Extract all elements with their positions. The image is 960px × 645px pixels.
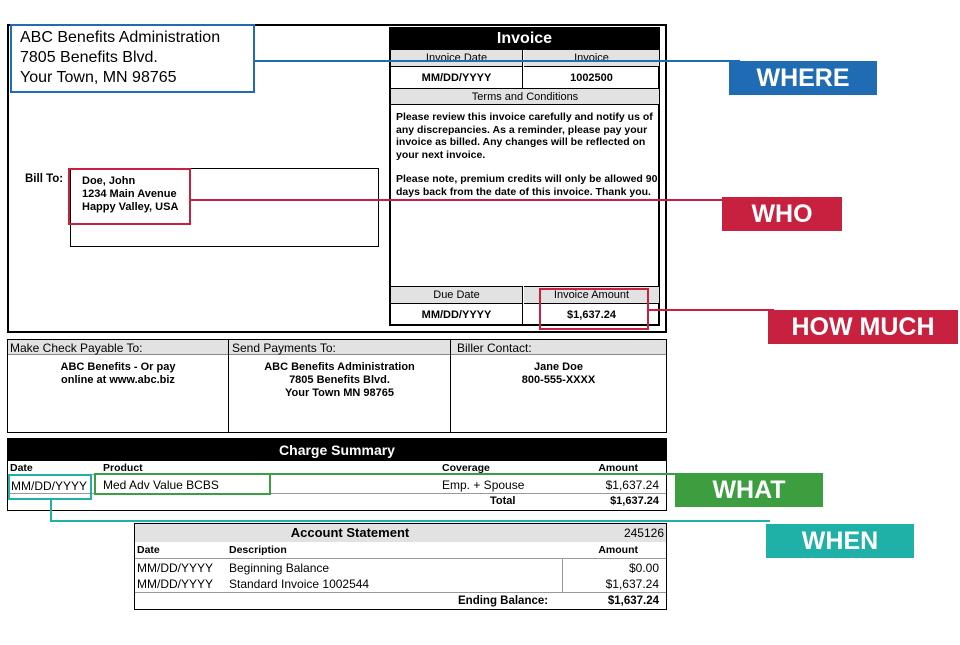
payable-to-text: ABC Benefits - Or pay online at www.abc.… (8, 361, 228, 387)
bill-to-address: Doe, John 1234 Main Avenue Happy Valley,… (82, 175, 178, 214)
invoice-amount-value: $1,637.24 (524, 303, 659, 325)
how-much-callout: HOW MUCH (768, 310, 958, 344)
contact-name: Jane Doe (534, 361, 583, 373)
sender-address: ABC Benefits Administration 7805 Benefit… (20, 28, 220, 88)
who-connector-line (191, 199, 731, 201)
bill-to-street: 1234 Main Avenue (82, 188, 177, 200)
due-date-header: Due Date (391, 286, 523, 303)
terms-paragraph-1: Please review this invoice carefully and… (396, 111, 653, 161)
who-callout: WHO (722, 197, 842, 231)
statement-row-1-amount: $0.00 (628, 561, 659, 575)
send-payments-address: ABC Benefits Administration 7805 Benefit… (229, 361, 450, 400)
biller-contact-info: Jane Doe 800-555-XXXX (451, 361, 666, 387)
statement-amount-header: Amount (598, 544, 638, 556)
how-much-highlight-box (539, 288, 649, 330)
invoice-header-frame (7, 24, 667, 333)
biller-contact-header: Biller Contact: (457, 341, 532, 355)
payment-info-frame (7, 339, 667, 433)
sender-street: 7805 Benefits Blvd. (20, 49, 158, 66)
invoice-number-value: 1002500 (524, 66, 659, 88)
charge-total-label: Total (490, 495, 516, 507)
contact-phone: 800-555-XXXX (521, 374, 596, 386)
when-callout: WHEN (766, 524, 914, 558)
statement-date-header: Date (137, 544, 160, 556)
payment-info-header-row (8, 340, 666, 355)
who-highlight-box (68, 168, 191, 225)
payable-line-2: online at www.abc.biz (61, 374, 175, 386)
payment-divider-2 (450, 340, 451, 432)
ending-balance-value: $1,637.24 (607, 595, 659, 607)
charge-date-header: Date (10, 462, 33, 474)
payment-divider-1 (228, 340, 229, 432)
send-line-1: ABC Benefits Administration (264, 361, 415, 373)
statement-row-divider (135, 558, 666, 559)
statement-row-1-description: Beginning Balance (229, 561, 330, 575)
statement-ending-divider (135, 592, 666, 593)
charge-row-coverage: Emp. + Spouse (442, 478, 525, 492)
account-number: 245126 (623, 526, 664, 540)
bill-to-label: Bill To: (25, 173, 64, 185)
account-statement-frame (134, 523, 667, 610)
charge-row-product: Med Adv Value BCBS (103, 478, 219, 492)
bill-to-name: Doe, John (82, 175, 136, 187)
statement-amount-column-line (562, 558, 563, 592)
statement-row-2-description: Standard Invoice 1002544 (229, 577, 370, 591)
charge-coverage-header: Coverage (442, 462, 490, 474)
charge-row-amount: $1,637.24 (605, 478, 659, 492)
bill-to-box (70, 168, 379, 247)
when-connector-line-horizontal (50, 520, 770, 522)
payable-line-1: ABC Benefits - Or pay (60, 361, 176, 373)
charge-product-header: Product (103, 462, 143, 474)
terms-text: Please review this invoice carefully and… (396, 111, 658, 198)
invoice-date-header: Invoice Date (391, 50, 523, 66)
where-callout: WHERE (729, 61, 877, 95)
where-connector-line (255, 60, 740, 62)
what-callout: WHAT (675, 473, 823, 507)
terms-paragraph-2: Please note, premium credits will only b… (396, 173, 658, 198)
when-highlight-box (8, 474, 92, 500)
send-line-3: Your Town MN 98765 (284, 387, 394, 399)
invoice-amount-header: Invoice Amount (524, 286, 659, 303)
sender-name: ABC Benefits Administration (20, 29, 221, 46)
how-much-connector-line (649, 309, 774, 311)
where-highlight-box (10, 24, 255, 93)
terms-header: Terms and Conditions (391, 88, 659, 105)
payable-header: Make Check Payable To: (10, 341, 143, 355)
what-connector-line (271, 473, 681, 475)
account-statement-header-bar (135, 524, 666, 542)
charge-row-date: MM/DD/YYYY (11, 479, 88, 493)
charge-amount-header: Amount (598, 462, 638, 474)
charge-summary-title: Charge Summary (8, 439, 666, 461)
statement-row-1-date: MM/DD/YYYY (137, 561, 214, 575)
invoice-number-header: Invoice (524, 50, 659, 66)
statement-description-header: Description (229, 544, 287, 556)
when-connector-line-vertical (50, 500, 52, 522)
statement-row-2-date: MM/DD/YYYY (137, 577, 214, 591)
send-line-2: 7805 Benefits Blvd. (289, 374, 390, 386)
bill-to-city: Happy Valley, USA (82, 201, 179, 213)
invoice-date-value: MM/DD/YYYY (391, 66, 523, 88)
statement-row-2-amount: $1,637.24 (605, 577, 659, 591)
account-statement-title: Account Statement (290, 525, 410, 540)
invoice-title: Invoice (390, 28, 659, 50)
charge-total-divider (8, 493, 666, 494)
charge-total-value: $1,637.24 (610, 495, 659, 507)
ending-balance-label: Ending Balance: (458, 595, 549, 607)
what-highlight-box (94, 473, 271, 495)
send-payments-header: Send Payments To: (232, 341, 336, 355)
sender-city: Your Town, MN 98765 (20, 69, 177, 86)
due-date-value: MM/DD/YYYY (391, 303, 523, 325)
